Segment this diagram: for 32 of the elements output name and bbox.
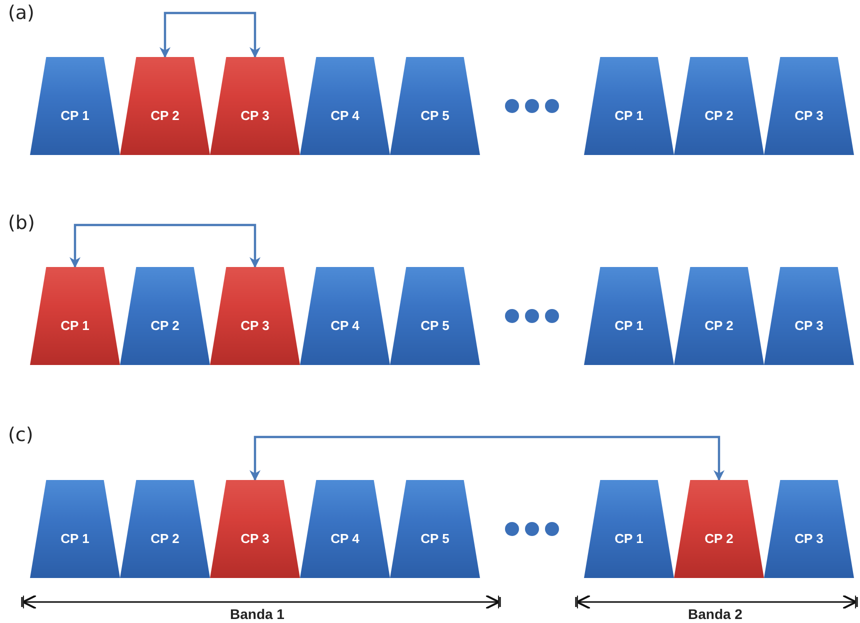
band-label: Banda 2	[688, 606, 742, 622]
block-label: CP 3	[794, 318, 824, 333]
block-label: CP 3	[794, 108, 824, 123]
block-label: CP 4	[330, 531, 360, 546]
block-label: CP 4	[330, 108, 360, 123]
block-label: CP 1	[614, 108, 644, 123]
block-label: CP 2	[150, 318, 180, 333]
block-label: CP 2	[150, 108, 180, 123]
block-label: CP 1	[614, 318, 644, 333]
block-label: CP 2	[704, 318, 734, 333]
block-label: CP 1	[60, 531, 90, 546]
block-label: CP 2	[704, 108, 734, 123]
band-label: Banda 1	[230, 606, 284, 622]
block-label: CP 3	[794, 531, 824, 546]
block-label: CP 2	[704, 531, 734, 546]
block-label: CP 3	[240, 318, 270, 333]
panel-label: (a)	[8, 2, 34, 24]
block-label: CP 5	[420, 318, 450, 333]
block-label: CP 2	[150, 531, 180, 546]
block-label: CP 3	[240, 531, 270, 546]
block-label: CP 4	[330, 318, 360, 333]
panel-label: (b)	[8, 212, 35, 234]
block-label: CP 5	[420, 108, 450, 123]
block-label: CP 5	[420, 531, 450, 546]
double-arrow-connector	[70, 224, 260, 268]
double-arrow-connector	[160, 12, 260, 58]
block-label: CP 3	[240, 108, 270, 123]
block-label: CP 1	[60, 108, 90, 123]
panel-label: (c)	[8, 424, 34, 446]
block-label: CP 1	[614, 531, 644, 546]
block-label: CP 1	[60, 318, 90, 333]
double-arrow-connector	[250, 436, 724, 482]
